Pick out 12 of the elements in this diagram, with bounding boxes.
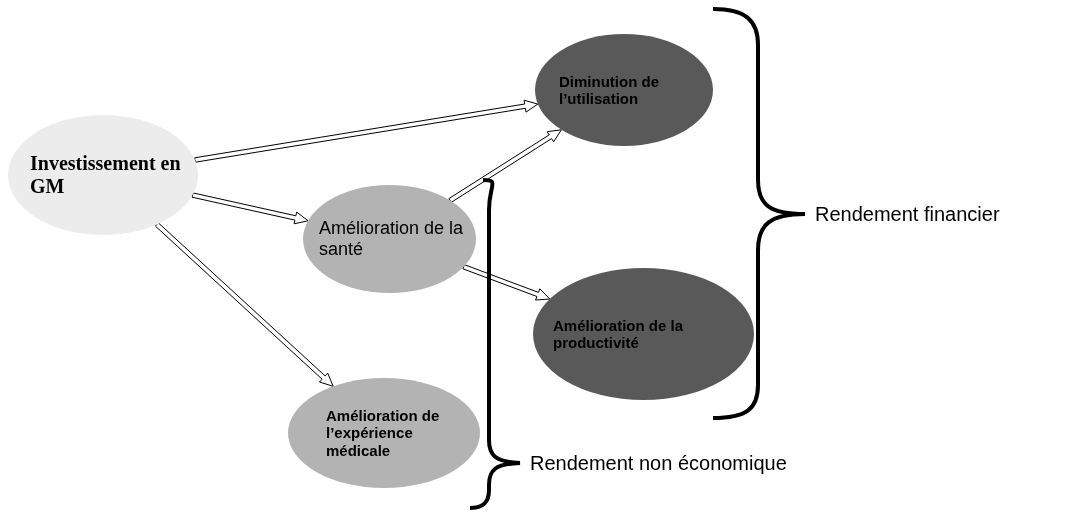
arrow <box>448 129 562 203</box>
arrow <box>191 192 309 225</box>
node-text: Investissement en GM <box>30 152 182 198</box>
node-text: Amélioration de la santé <box>319 218 465 260</box>
arrow <box>462 264 551 301</box>
arrow <box>154 222 334 387</box>
arrow <box>194 99 539 163</box>
bracket-label: Rendement financier <box>815 203 1000 226</box>
node-text: Amélioration de la productivité <box>553 316 685 352</box>
node-text: Amélioration de l’expérience médicale <box>326 407 441 459</box>
bracket-label: Rendement non économique <box>530 452 787 475</box>
node-text: Diminution de l’utilisation <box>559 72 660 108</box>
